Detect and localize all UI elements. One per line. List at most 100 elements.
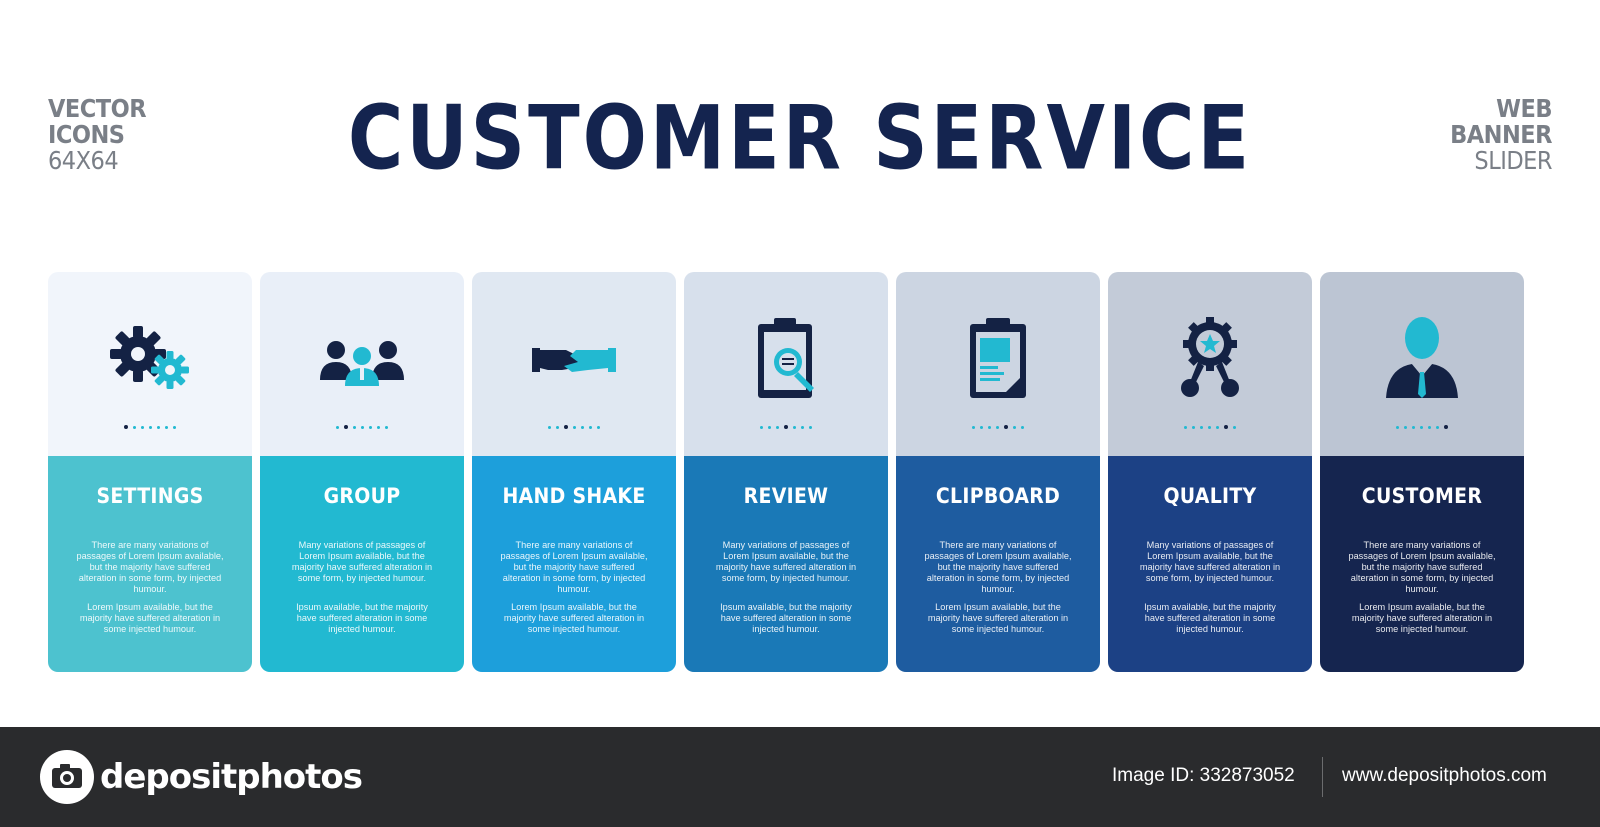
slide-dot[interactable] [793,426,796,429]
card-quality[interactable]: QUALITY Many variations of passages of L… [1108,272,1312,672]
corner-left-line3: 64X64 [48,146,119,175]
slide-dot[interactable] [1021,426,1024,429]
slide-dot[interactable] [344,425,348,429]
brand-name: depositphotos [100,757,363,797]
card-bottom: CUSTOMER There are many variations of pa… [1320,456,1524,672]
corner-right-line2: BANNER [1450,120,1552,149]
card-title: CUSTOMER [1361,484,1483,508]
handshake-icon [532,348,616,372]
card-bottom: GROUP Many variations of passages of Lor… [260,456,464,672]
slide-dot[interactable] [385,426,388,429]
slide-dot[interactable] [369,426,372,429]
card-text-1: Many variations of passages of Lorem Ips… [715,540,857,583]
slide-dot[interactable] [361,426,364,429]
card-bottom: HAND SHAKE There are many variations of … [472,456,676,672]
slide-dot[interactable] [1396,426,1399,429]
card-top [684,272,888,456]
slide-dot[interactable] [141,426,144,429]
slide-dot[interactable] [1233,426,1236,429]
card-title: HAND SHAKE [502,484,646,508]
card-hand-shake[interactable]: HAND SHAKE There are many variations of … [472,272,676,672]
card-text-2: Lorem Ipsum available, but the majority … [503,602,645,634]
corner-right-line3: SLIDER [1474,146,1552,175]
slide-dot[interactable] [564,425,568,429]
corner-left-line1: VECTOR [48,94,147,123]
card-top [472,272,676,456]
slide-dot[interactable] [784,425,788,429]
card-text-2: Ipsum available, but the majority have s… [1144,602,1276,634]
slide-dots[interactable] [1108,425,1312,431]
card-text-2: Lorem Ipsum available, but the majority … [927,602,1069,634]
slide-dot[interactable] [1420,426,1423,429]
slide-dot[interactable] [1224,425,1228,429]
slide-dot[interactable] [597,426,600,429]
slide-dot[interactable] [165,426,168,429]
card-bottom: REVIEW Many variations of passages of Lo… [684,456,888,672]
slide-dots[interactable] [896,425,1100,431]
card-title: QUALITY [1163,484,1257,508]
slide-dot[interactable] [1436,426,1439,429]
slide-dot[interactable] [768,426,771,429]
slide-dot[interactable] [801,426,804,429]
card-title: GROUP [323,484,401,508]
slide-dot[interactable] [1428,426,1431,429]
slide-dot[interactable] [1192,426,1195,429]
slide-dot[interactable] [809,426,812,429]
gears-icon [110,326,189,389]
slide-dot[interactable] [1412,426,1415,429]
slide-dots[interactable] [684,425,888,431]
card-clipboard[interactable]: CLIPBOARD There are many variations of p… [896,272,1100,672]
card-review[interactable]: REVIEW Many variations of passages of Lo… [684,272,888,672]
depositphotos-logo[interactable]: depositphotos [40,749,363,805]
slide-dots[interactable] [260,425,464,431]
card-top [260,272,464,456]
slide-dot[interactable] [353,426,356,429]
card-text-2: Ipsum available, but the majority have s… [296,602,428,634]
card-settings[interactable]: SETTINGS There are many variations of pa… [48,272,252,672]
card-title: CLIPBOARD [935,484,1061,508]
slide-dot[interactable] [573,426,576,429]
slide-dot[interactable] [581,426,584,429]
slide-dot[interactable] [1184,426,1187,429]
slide-dot[interactable] [548,426,551,429]
slide-dot[interactable] [1404,426,1407,429]
slide-dot[interactable] [760,426,763,429]
card-bottom: CLIPBOARD There are many variations of p… [896,456,1100,672]
slide-dot[interactable] [972,426,975,429]
slide-dot[interactable] [1004,425,1008,429]
slide-dot[interactable] [1216,426,1219,429]
cards-row: SETTINGS There are many variations of pa… [48,272,1552,672]
camera-icon [40,750,94,804]
slide-dots[interactable] [472,425,676,431]
slide-dot[interactable] [556,426,559,429]
slide-dot[interactable] [980,426,983,429]
slide-dot[interactable] [1200,426,1203,429]
card-text-2: Ipsum available, but the majority have s… [720,602,852,634]
slide-dot[interactable] [988,426,991,429]
card-title: REVIEW [743,484,829,508]
slide-dot[interactable] [1444,425,1448,429]
slide-dot[interactable] [336,426,339,429]
slide-dots[interactable] [1320,425,1524,431]
vector-icons-label: VECTOR ICONS 64X64 [48,94,147,175]
card-customer[interactable]: CUSTOMER There are many variations of pa… [1320,272,1524,672]
slide-dot[interactable] [996,426,999,429]
customer-icon [1386,317,1458,398]
site-url[interactable]: www.depositphotos.com [1342,765,1547,786]
slide-dot[interactable] [149,426,152,429]
slide-dot[interactable] [1013,426,1016,429]
slide-dot[interactable] [377,426,380,429]
card-group[interactable]: GROUP Many variations of passages of Lor… [260,272,464,672]
corner-left-line2: ICONS [48,120,125,149]
slide-dot[interactable] [133,426,136,429]
slide-dot[interactable] [1208,426,1211,429]
group-icon [320,341,404,386]
slide-dots[interactable] [48,425,252,431]
slide-dot[interactable] [589,426,592,429]
slide-dot[interactable] [157,426,160,429]
slide-dot[interactable] [776,426,779,429]
card-text-2: Lorem Ipsum available, but the majority … [79,602,221,634]
slide-dot[interactable] [124,425,128,429]
slide-dot[interactable] [173,426,176,429]
card-bottom: QUALITY Many variations of passages of L… [1108,456,1312,672]
